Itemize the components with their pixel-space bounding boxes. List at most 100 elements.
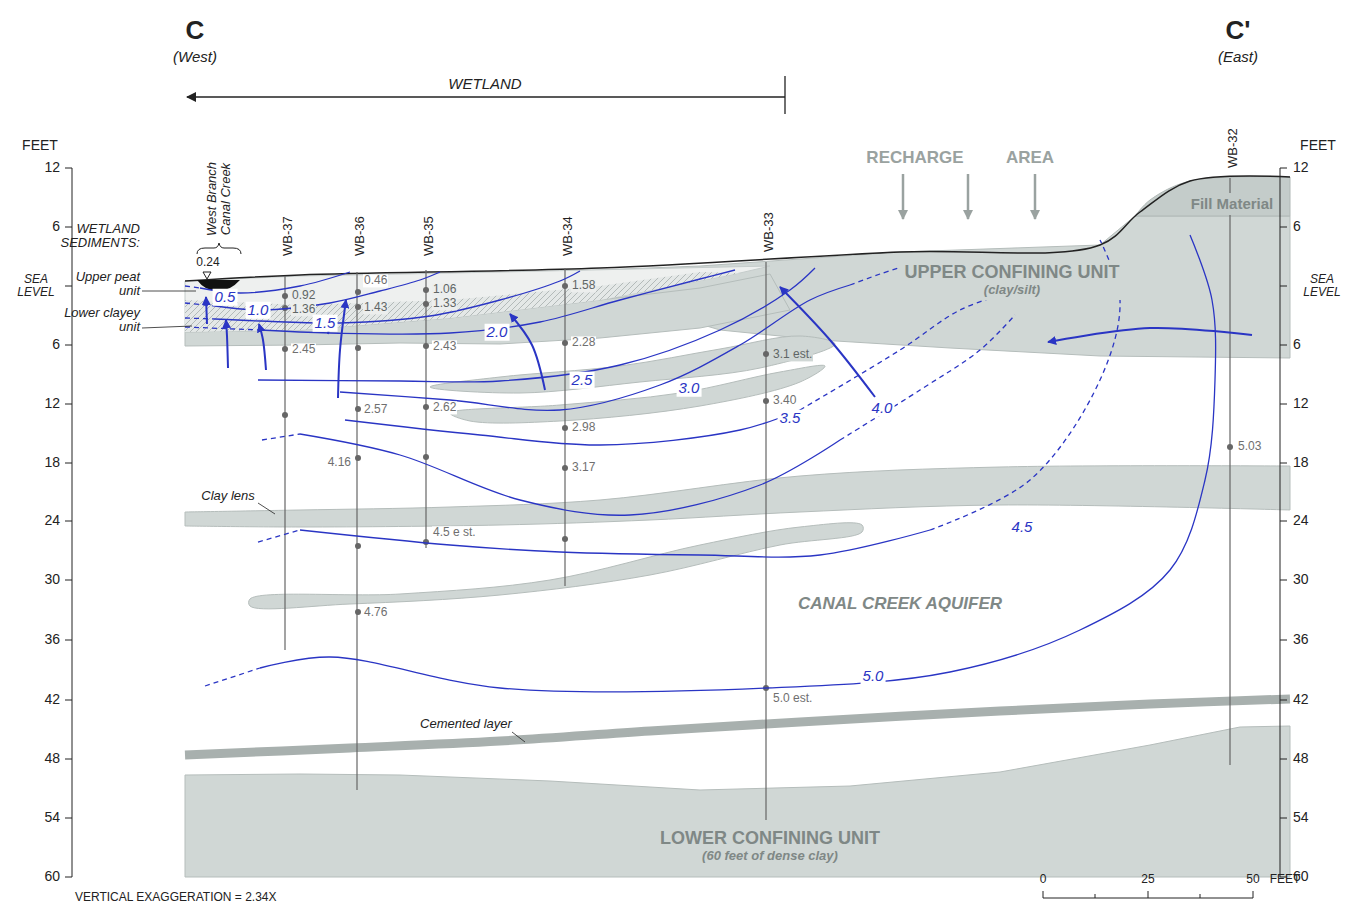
scale-tick <box>1253 891 1254 898</box>
head-contour <box>258 268 815 382</box>
axis-label: SEA LEVEL <box>1299 273 1345 299</box>
area-label: RECHARGE <box>866 149 963 168</box>
well-name: WB-36 <box>353 216 367 256</box>
well-casing <box>284 276 285 650</box>
head-value: 5.0 est. <box>772 692 813 705</box>
unit-name: UPPER CONFINING UNIT <box>904 262 1119 283</box>
water-level <box>203 272 211 279</box>
head-contour <box>258 530 300 542</box>
contour-label: 1.0 <box>246 302 271 319</box>
head-contour <box>300 530 930 557</box>
axis-tick <box>65 227 72 228</box>
head-value: 2.57 <box>363 403 388 416</box>
fill-material <box>1135 177 1290 216</box>
axis-tick <box>65 404 72 405</box>
screen-dot <box>355 543 361 549</box>
head-value: 1.33 <box>432 297 457 310</box>
screen-dot <box>282 293 288 299</box>
flow-arrow <box>510 314 545 390</box>
recharge-arrow <box>1034 174 1037 219</box>
cemented-layer <box>185 699 1290 755</box>
leader-line <box>142 291 196 292</box>
flow-arrow <box>780 287 875 397</box>
geology <box>185 176 1290 877</box>
well-name: WB-33 <box>762 212 776 252</box>
axis-label: 18 <box>1293 455 1309 470</box>
recharge-arrow <box>902 174 905 219</box>
leader-line <box>142 326 192 328</box>
axis-tick <box>1280 580 1287 581</box>
flow-arrow <box>259 324 266 370</box>
contour-label: 4.0 <box>870 400 895 417</box>
axis-tick <box>1280 463 1287 464</box>
leader-line <box>258 503 275 514</box>
head-contours <box>185 235 1216 692</box>
well-name: WB-34 <box>561 216 575 256</box>
screen-dot <box>423 454 429 460</box>
head-contour <box>260 235 1216 692</box>
contour-label: 2.5 <box>570 372 595 389</box>
clayey-unit-hatch <box>185 272 740 332</box>
clay-tongue <box>450 365 825 423</box>
head-value: 0.24 <box>196 256 219 269</box>
head-value: 3.17 <box>571 461 596 474</box>
section-end: C <box>186 16 205 45</box>
axis-label: 6 <box>52 337 60 352</box>
contour-label: 2.0 <box>485 324 510 341</box>
axis-tick <box>65 463 72 464</box>
contour-label: 4.5 <box>1010 519 1035 536</box>
axis-label: 24 <box>44 513 60 528</box>
screen-dot <box>355 609 361 615</box>
axis-label: 36 <box>1293 632 1309 647</box>
axis-label: 42 <box>44 692 60 707</box>
section-end: C' <box>1226 16 1251 45</box>
axis-tick <box>1280 227 1287 228</box>
axis-tick <box>1280 818 1287 819</box>
well-name: WB-37 <box>281 216 295 256</box>
head-value: 0.92 <box>291 289 316 302</box>
unit-description: (clay/silt) <box>904 283 1119 298</box>
screen-dot <box>423 287 429 293</box>
axis-tick <box>1280 700 1287 701</box>
unit-label-box: Fill Material <box>1185 193 1280 214</box>
axis-line <box>72 168 73 877</box>
axis-tick <box>65 580 72 581</box>
callout-label: Cemented layer <box>419 717 513 731</box>
screen-dot <box>423 343 429 349</box>
head-contour <box>340 285 850 410</box>
head-value: 3.1 est. <box>772 348 813 361</box>
unit-label-box: CANAL CREEK AQUIFER <box>792 592 1008 616</box>
axis-unit: FEET <box>22 138 58 153</box>
head-contour <box>850 266 905 285</box>
unit-label-box: LOWER CONFINING UNIT(60 feet of dense cl… <box>654 826 886 866</box>
flow-arrow <box>206 297 207 324</box>
screen-dot <box>355 304 361 310</box>
axis-label: 12 <box>44 160 60 175</box>
scale-label: 50 <box>1246 873 1259 886</box>
screen-dot <box>562 465 568 471</box>
screen-dot <box>423 539 429 545</box>
screen-dot <box>423 404 429 410</box>
screen-dot <box>355 345 361 351</box>
axis-tick <box>1280 404 1287 405</box>
head-value: 2.62 <box>432 401 457 414</box>
screen-dot <box>562 425 568 431</box>
axis-label: 12 <box>1293 396 1309 411</box>
exaggeration-note: VERTICAL EXAGGERATION = 2.34X <box>75 891 277 904</box>
axis-label: SEA LEVEL <box>13 273 59 299</box>
extent-arrow <box>187 96 785 97</box>
unit-description: (60 feet of dense clay) <box>660 849 880 864</box>
screen-dot <box>282 412 288 418</box>
brace <box>197 243 241 254</box>
screen-dot <box>763 351 769 357</box>
axis-label: 6 <box>1293 337 1301 352</box>
head-contour <box>345 410 800 445</box>
scale-label: FEET <box>1270 873 1301 886</box>
axis-tick <box>1280 521 1287 522</box>
head-value: 0.46 <box>363 274 388 287</box>
axis-label: 12 <box>1293 160 1309 175</box>
axis-label: 12 <box>44 396 60 411</box>
axis-tick <box>65 818 72 819</box>
